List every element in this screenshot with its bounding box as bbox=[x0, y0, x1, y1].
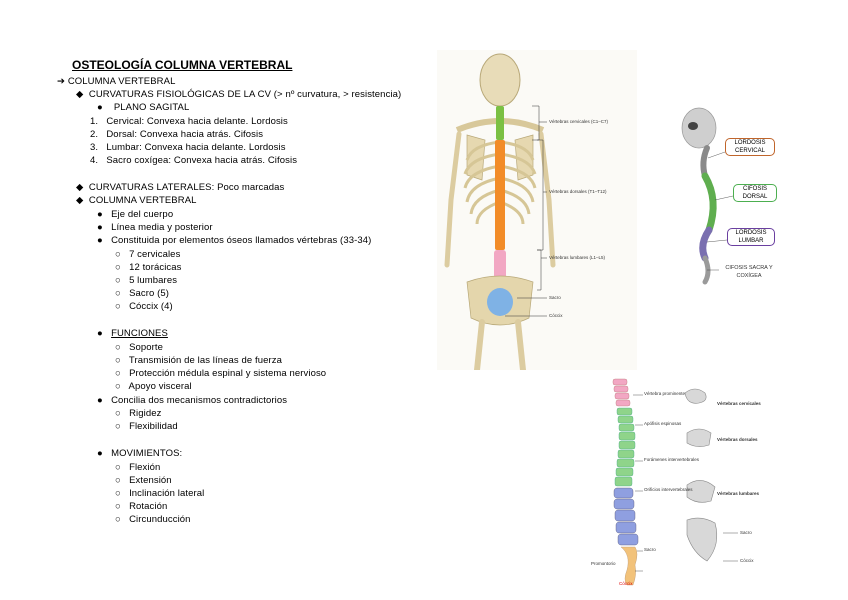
spine-label: Vértebra prominente bbox=[644, 391, 686, 396]
vertebra-item: ○ 5 lumbares bbox=[115, 275, 178, 286]
numbered-item: 1. Cervical: Convexa hacia delante. Lord… bbox=[90, 116, 288, 127]
vertebra-item: ○ 12 torácicas bbox=[115, 262, 182, 273]
outline-curvaturas: ◆ CURVATURAS FISIOLÓGICAS DE LA CV (> nº… bbox=[76, 89, 402, 100]
outline-l1: ➔ COLUMNA VERTEBRAL bbox=[57, 76, 176, 87]
curvatures-illustration bbox=[681, 107, 734, 285]
spine-label: Apófisis espinosas bbox=[644, 421, 682, 426]
concilia-item: ○ Flexibilidad bbox=[115, 421, 178, 432]
circle-bullet-icon: ○ bbox=[115, 381, 121, 392]
arrow-icon: ➔ bbox=[57, 76, 66, 87]
circle-bullet-icon: ○ bbox=[115, 408, 121, 419]
spine-label: Orificios intervertebrales bbox=[644, 487, 693, 492]
circle-bullet-icon: ○ bbox=[115, 288, 121, 299]
skeleton-label: Cóccix bbox=[549, 313, 563, 318]
skeleton-illustration bbox=[437, 50, 637, 373]
vertebra-item: ○ Sacro (5) bbox=[115, 288, 170, 299]
skeleton-label: Vértebras dorsales (T1–T12) bbox=[549, 189, 607, 194]
page-title: OSTEOLOGÍA COLUMNA VERTEBRAL bbox=[72, 58, 293, 72]
vertebra-type-label: Vértebras dorsales bbox=[717, 437, 758, 442]
circle-bullet-icon: ○ bbox=[115, 462, 121, 473]
lordosis-cervical-box: LORDOSIS CERVICAL bbox=[725, 138, 775, 156]
circle-bullet-icon: ○ bbox=[115, 249, 121, 260]
diamond-bullet-icon: ◆ bbox=[76, 89, 84, 100]
concilia-item: ○ Rigidez bbox=[115, 408, 162, 419]
skeleton-label: Vértebras lumbares (L1–L5) bbox=[549, 255, 606, 260]
vertebra-item: ○ 7 cervicales bbox=[115, 249, 181, 260]
lordosis-lumbar-box: LORDOSIS LUMBAR bbox=[727, 228, 775, 246]
dot-bullet-icon: ● bbox=[97, 395, 103, 406]
outline-funciones: ● FUNCIONES bbox=[97, 328, 168, 339]
circle-bullet-icon: ○ bbox=[115, 488, 121, 499]
circle-bullet-icon: ○ bbox=[115, 501, 121, 512]
cifosis-dorsal-box: CIFOSIS DORSAL bbox=[733, 184, 777, 202]
vertebra-item: ○ Cóccix (4) bbox=[115, 301, 173, 312]
curvatures-figure: LORDOSIS CERVICAL CIFOSIS DORSAL LORDOSI… bbox=[675, 100, 785, 290]
circle-bullet-icon: ○ bbox=[115, 301, 121, 312]
spine-label: Sacro bbox=[644, 547, 656, 552]
circle-bullet-icon: ○ bbox=[115, 342, 121, 353]
outline-movimientos: ● MOVIMIENTOS: bbox=[97, 448, 183, 459]
circle-bullet-icon: ○ bbox=[115, 368, 121, 379]
outline-plano: ● PLANO SAGITAL bbox=[97, 102, 190, 113]
outline-linea: ● Línea media y posterior bbox=[97, 222, 213, 233]
skeleton-label: Vértebras cervicales (C1–C7) bbox=[549, 119, 609, 124]
vertebra-type-label: Sacro bbox=[740, 530, 752, 535]
skeleton-figure: Vértebras cervicales (C1–C7) Vértebras d… bbox=[437, 50, 637, 373]
skeleton-label: Sacro bbox=[549, 295, 561, 300]
movimiento-item: ○ Flexión bbox=[115, 462, 161, 473]
movimiento-item: ○ Extensión bbox=[115, 475, 172, 486]
dot-bullet-icon: ● bbox=[97, 448, 103, 459]
movimiento-item: ○ Circunducción bbox=[115, 514, 191, 525]
dot-bullet-icon: ● bbox=[97, 328, 103, 339]
circle-bullet-icon: ○ bbox=[115, 275, 121, 286]
circle-bullet-icon: ○ bbox=[115, 355, 121, 366]
numbered-item: 4. Sacro coxígea: Convexa hacia atrás. C… bbox=[90, 155, 298, 166]
funcion-item: ○ Apoyo visceral bbox=[115, 381, 192, 392]
outline-columna: ◆ COLUMNA VERTEBRAL bbox=[76, 195, 197, 206]
dot-bullet-icon: ● bbox=[97, 235, 103, 246]
vertebra-type-label: Cóccix bbox=[740, 558, 754, 563]
movimiento-item: ○ Rotación bbox=[115, 501, 168, 512]
spine-label: Promontorio bbox=[591, 561, 616, 566]
outline-concilia: ● Concilia dos mecanismos contradictorio… bbox=[97, 395, 288, 406]
circle-bullet-icon: ○ bbox=[115, 421, 121, 432]
vertebra-type-label: Vértebras cervicales bbox=[717, 401, 761, 406]
spine-label: Forámenes intervertebrales bbox=[644, 457, 700, 462]
funcion-item: ○ Protección médula espinal y sistema ne… bbox=[115, 368, 327, 379]
circle-bullet-icon: ○ bbox=[115, 475, 121, 486]
circle-bullet-icon: ○ bbox=[115, 262, 121, 273]
outline-eje: ● Eje del cuerpo bbox=[97, 209, 174, 220]
outline-laterales: ◆ CURVATURAS LATERALES: Poco marcadas bbox=[76, 182, 285, 193]
dot-bullet-icon: ● bbox=[97, 209, 103, 220]
funcion-item: ○ Transmisión de las líneas de fuerza bbox=[115, 355, 283, 366]
funcion-item: ○ Soporte bbox=[115, 342, 164, 353]
cifosis-sacra-label: CIFOSIS SACRA Y COXÍGEA bbox=[725, 265, 773, 279]
vertebra-type-label: Vértebras lumbares bbox=[717, 491, 760, 496]
spine-lateral-illustration bbox=[583, 375, 778, 590]
diamond-bullet-icon: ◆ bbox=[76, 182, 84, 193]
numbered-item: 2. Dorsal: Convexa hacia atrás. Cifosis bbox=[90, 129, 264, 140]
circle-bullet-icon: ○ bbox=[115, 514, 121, 525]
movimiento-item: ○ Inclinación lateral bbox=[115, 488, 205, 499]
diamond-bullet-icon: ◆ bbox=[76, 195, 84, 206]
numbered-item: 3. Lumbar: Convexa hacia delante. Lordos… bbox=[90, 142, 286, 153]
spine-lateral-figure: Vértebra prominente Apófisis espinosas F… bbox=[583, 375, 778, 590]
outline-constituida: ● Constituida por elementos óseos llamad… bbox=[97, 235, 372, 246]
dot-bullet-icon: ● bbox=[97, 222, 103, 233]
dot-bullet-icon: ● bbox=[97, 102, 103, 113]
spine-label: Cóccix bbox=[619, 581, 633, 586]
